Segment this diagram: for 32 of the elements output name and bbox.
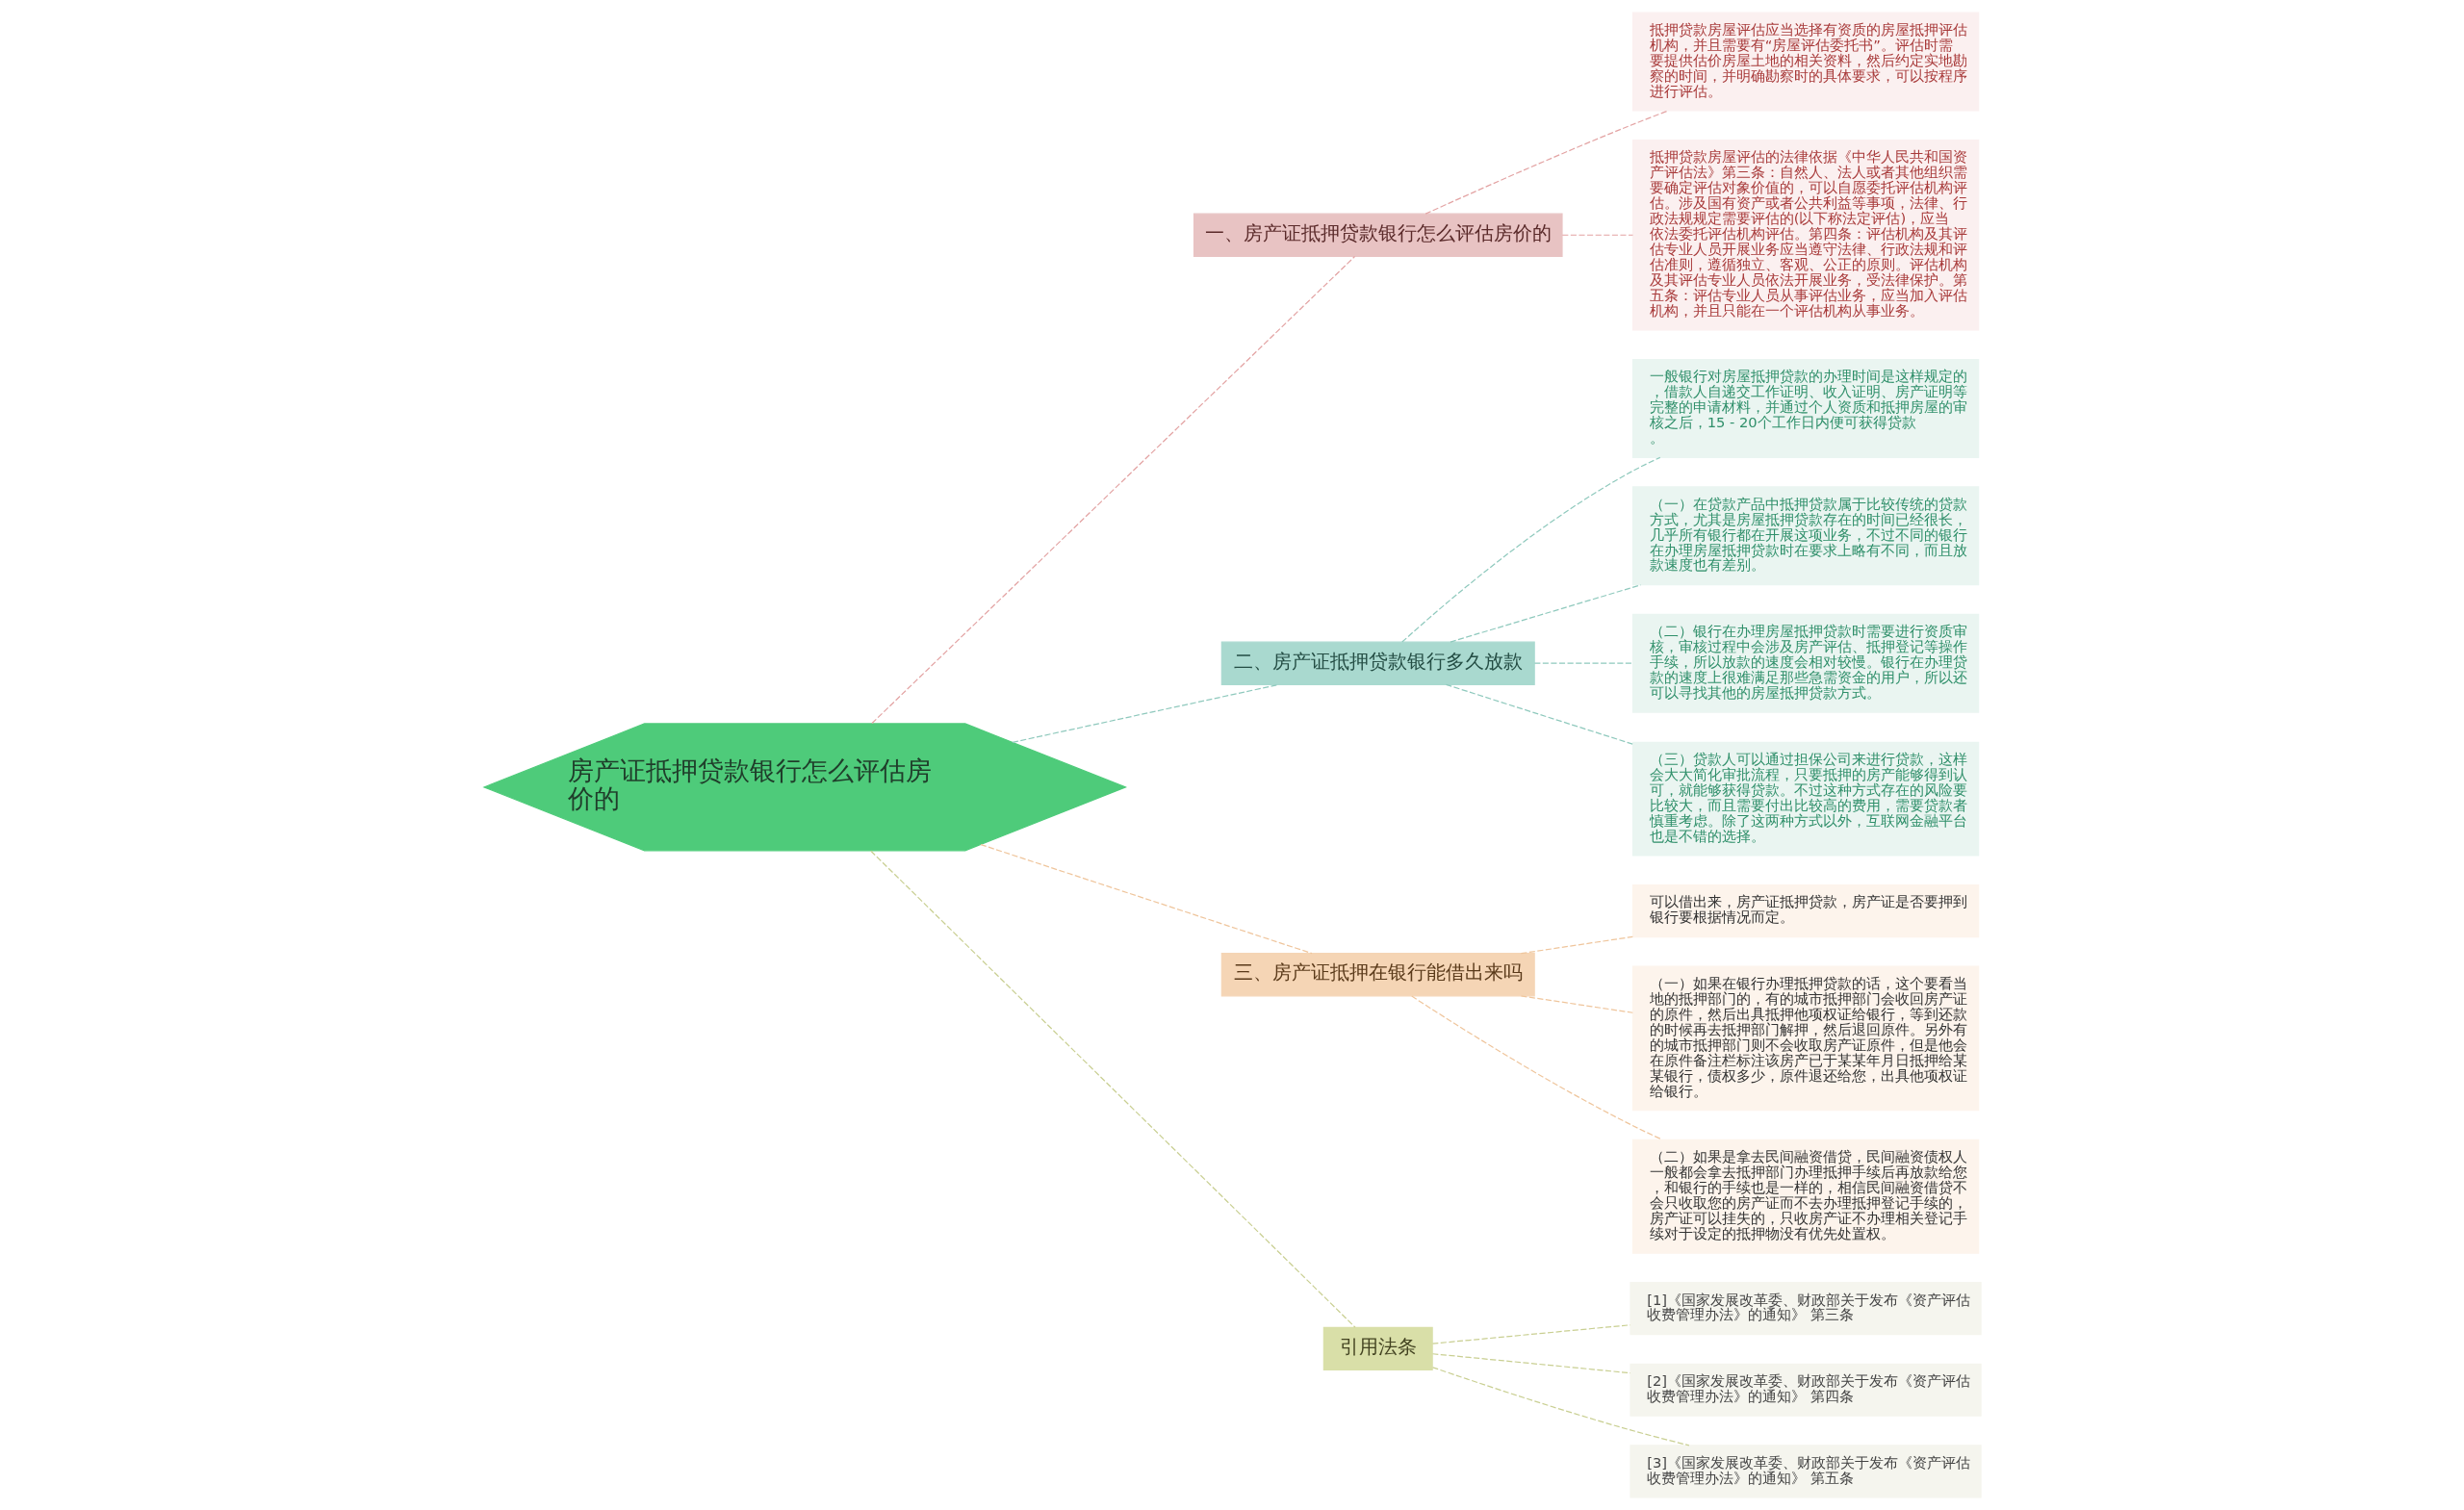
connector: [1424, 110, 1669, 215]
connector: [870, 255, 1355, 725]
connector: [979, 843, 1313, 955]
node-box: [3]《国家发展改革委、财政部关于发布《资产评估收费管理办法》的通知》 第五条: [1629, 1445, 1982, 1498]
connector: [1520, 935, 1633, 955]
connector: [1011, 683, 1279, 743]
node-box: 一、房产证抵押贷款银行怎么评估房价的: [1193, 213, 1563, 257]
node-box: 可以借出来，房产证抵押贷款，房产证是否要押到银行要根据情况而定。: [1631, 884, 1979, 938]
node-box: 引用法条: [1322, 1326, 1433, 1371]
connector: [1445, 683, 1633, 745]
connector: [1533, 662, 1633, 664]
connector: [869, 850, 1356, 1328]
node-box: （一）在贷款产品中抵押贷款属于比较传统的贷款方式，尤其是房屋抵押贷款存在的时间已经很长，几乎所有银行都在开展这项业务，不过不同的银行在办理房屋抵押贷款时在要求上略有不同，而且放款速度也有差别。: [1631, 486, 1979, 586]
connector: [1449, 584, 1641, 643]
connector: [1400, 456, 1660, 643]
node-box: [1]《国家发展改革委、财政部关于发布《资产评估收费管理办法》的通知》 第三条: [1629, 1282, 1982, 1336]
node-box: 二、房产证抵押贷款银行多久放款: [1220, 641, 1535, 685]
connector: [1520, 995, 1633, 1013]
node-box: 三、房产证抵押在银行能借出来吗: [1220, 953, 1535, 997]
node-box: （二）银行在办理房屋抵押贷款时需要进行资质审核，审核过程中会涉及房产评估、抵押登记等操作手续，所以放款的速度会相对较慢。银行在办理贷款的速度上很难满足那些急需资金的用户，所以还可以寻找其他的房屋抵押贷款方式。: [1631, 613, 1979, 713]
node-box: （二）如果是拿去民间融资借贷，民间融资债权人一般都会拿去抵押部门办理抵押手续后再放款给您，和银行的手续也是一样的，相信民间融资借贷不会只收取您的房产证而不去办理抵押登记手续的，房产证可以挂失的，只收房产证不办理相关登记手续对于设定的抵押物没有优先处置权。: [1631, 1139, 1979, 1254]
connector: [1410, 995, 1663, 1140]
node-box: 抵押贷款房屋评估的法律依据《中华人民共和国资产评估法》第三条：自然人、法人或者其他组织需要确定评估对象价值的，可以自愿委托评估机构评估。涉及国有资产或者公共利益等事项，法律、行政法规规定需要评估的(以下称法定评估)，应当依法委托评估机构评估。第四条：评估机构及其评估专业人员开展业务应当遵守法律、行政法规和评估准则，遵循独立、客观、公正的原则。评估机构及其评估专业人员依法开展业务，受法律保护。第五条：评估专业人员从事评估业务，应当加入评估机构，并且只能在一个评估机构从事业务。: [1631, 139, 1979, 331]
node-box: 一般银行对房屋抵押贷款的办理时间是这样规定的，借款人自递交工作证明、收入证明、房产证明等完整的申请材料，并通过个人资质和抵押房屋的审核之后，15 - 20个工作日内便可获得贷款。: [1631, 358, 1979, 458]
node-box: （一）如果在银行办理抵押贷款的话，这个要看当地的抵押部门的，有的城市抵押部门会收回房产证的原件，然后出具抵押他项权证给银行，等到还款的时候再去抵押部门解押，然后退回原件。另外有的城市抵押部门则不会收取房产证原件，但是他会在原件备注栏标注该房产已于某某年月日抵押给某某银行，债权多少，原件退还给您，出具他项权证给银行。: [1631, 965, 1979, 1112]
node-box: （三）贷款人可以通过担保公司来进行贷款，这样会大大简化审批流程，只要抵押的房产能够得到认可，就能够获得贷款。不过这种方式存在的风险要比较大，而且需要付出比较高的费用，需要贷款者慎重考虑。除了这两种方式以外，互联网金融平台也是不错的选择。: [1631, 741, 1979, 857]
node-box: [2]《国家发展改革委、财政部关于发布《资产评估收费管理办法》的通知》 第四条: [1629, 1363, 1982, 1417]
connector: [1431, 1353, 1631, 1374]
connector: [1431, 1367, 1689, 1446]
connector: [1561, 234, 1633, 236]
connector: [1431, 1324, 1631, 1344]
node-box: 抵押贷款房屋评估应当选择有资质的房屋抵押评估机构，并且需要有“房屋评估委托书”。评估时需要提供估价房屋土地的相关资料，然后约定实地勘察的时间，并明确勘察时的具体要求，可以按程序进行评估。: [1631, 12, 1979, 112]
